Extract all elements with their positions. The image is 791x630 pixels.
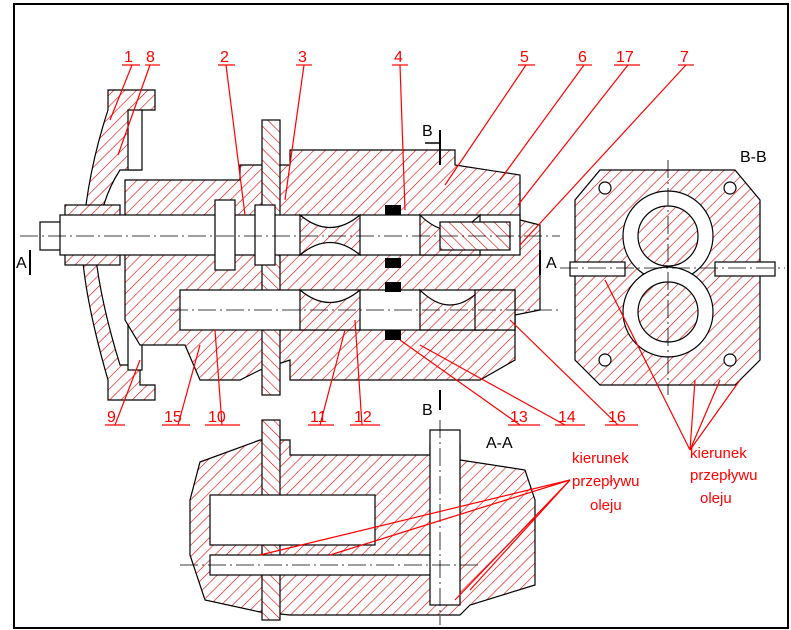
section-bb-view	[560, 160, 785, 395]
label-cut-a-right: A	[546, 255, 557, 272]
part-2: 2	[220, 49, 229, 66]
svg-text:przepływu: przepływu	[572, 473, 640, 490]
section-aa-view	[180, 419, 536, 625]
part-13: 13	[510, 409, 528, 426]
flow-annotation-right: kierunek przepływu oleju	[690, 445, 758, 507]
label-cut-b-bottom: B	[422, 402, 433, 419]
svg-text:oleju: oleju	[590, 497, 622, 514]
part-1: 1	[124, 49, 133, 66]
label-cut-a-left: A	[16, 255, 27, 272]
label-cut-b-top: B	[422, 123, 433, 140]
part-14: 14	[558, 409, 576, 426]
label-section-aa: A-A	[486, 435, 513, 452]
part-8: 8	[146, 49, 155, 66]
part-9: 9	[107, 409, 116, 426]
svg-text:oleju: oleju	[700, 490, 732, 507]
flow-annotation-bottom: kierunek przepływu oleju	[572, 450, 640, 514]
label-section-bb: B-B	[740, 149, 767, 166]
part-10: 10	[208, 409, 226, 426]
part-3: 3	[298, 49, 307, 66]
svg-text:kierunek: kierunek	[690, 445, 747, 462]
svg-text:kierunek: kierunek	[572, 450, 629, 467]
part-5: 5	[520, 49, 529, 66]
part-15: 15	[164, 409, 182, 426]
drawing-frame	[13, 3, 789, 629]
svg-text:przepływu: przepływu	[690, 467, 758, 484]
part-7: 7	[680, 49, 689, 66]
part-4: 4	[394, 49, 403, 66]
part-17: 17	[616, 49, 634, 66]
part-16: 16	[608, 409, 626, 426]
main-section-view	[20, 89, 560, 410]
part-numbers: 1 8 2 3 4 5 6 17 7 9 15 10 11 12 13 14 1…	[107, 49, 689, 426]
part-11: 11	[310, 409, 327, 426]
part-12: 12	[354, 409, 372, 426]
part-6: 6	[578, 49, 587, 66]
leader-lines	[105, 64, 741, 601]
section-labels: B-B A-A A A B B	[16, 123, 767, 452]
